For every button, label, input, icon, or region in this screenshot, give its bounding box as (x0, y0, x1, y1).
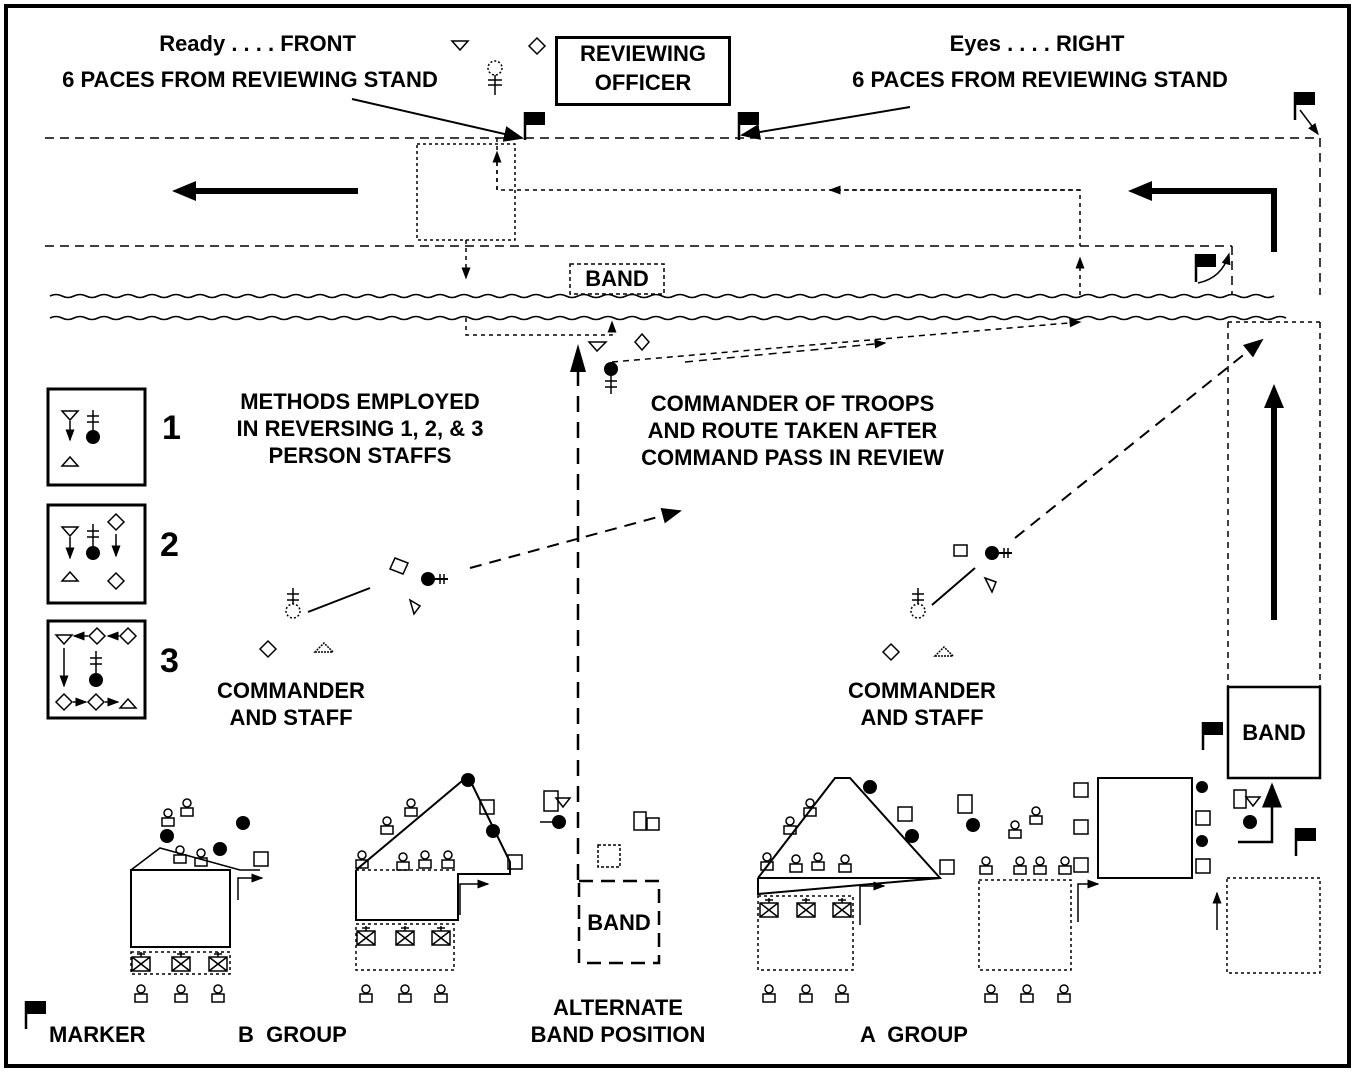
arrow-icon (172, 181, 196, 201)
commander-of-troops-label-1: COMMANDER OF TROOPS (650, 391, 935, 416)
a-group-formation-2 (978, 856, 1100, 1003)
b-group-formation-1 (130, 798, 269, 1003)
band-top-label: BAND (585, 266, 649, 291)
marker-flag-icon (24, 999, 48, 1031)
arrow-icon (570, 344, 586, 372)
band-box-top (569, 263, 665, 295)
staff-officer-icon (527, 36, 547, 56)
b-group-formation-2 (355, 773, 523, 1003)
methods-label-2: IN REVERSING 1, 2, & 3 (236, 416, 484, 441)
commander-of-troops-label-3: COMMAND PASS IN REVIEW (641, 445, 944, 470)
marker-flag-icon (523, 110, 547, 142)
marker-flag-icon (1294, 826, 1318, 858)
marker-legend-label: MARKER (49, 1022, 146, 1047)
reviewing-stand-box (416, 143, 516, 241)
band-alternate-label: BAND (587, 910, 651, 935)
b-group-label: B GROUP (238, 1022, 347, 1047)
street-edge-bottom (49, 315, 1287, 321)
reviewing-officer-box: REVIEWING OFFICER (555, 36, 731, 106)
alternate-band-label-1: ALTERNATE (553, 995, 683, 1020)
band-right-label: BAND (1242, 720, 1306, 745)
a-group-formation-3 (1073, 777, 1321, 974)
alternate-band-label-2: BAND POSITION (530, 1022, 706, 1047)
methods-label-1: METHODS EMPLOYED (240, 389, 480, 414)
commander-icon (487, 60, 503, 76)
a-staff-label-2: AND STAFF (860, 705, 984, 730)
commander-icon (984, 545, 1013, 561)
ready-front-distance-label: 6 PACES FROM REVIEWING STAND (62, 67, 438, 92)
legend-number-2: 2 (160, 526, 179, 564)
staff-officer-icon (450, 40, 470, 52)
eyes-right-label: Eyes . . . . RIGHT (949, 31, 1125, 56)
eyes-right-distance-label: 6 PACES FROM REVIEWING STAND (852, 67, 1228, 92)
frame-border (4, 4, 1351, 1068)
band-box-right (1226, 685, 1322, 780)
b-staff-label-1: COMMANDER (217, 678, 365, 703)
ready-front-label: Ready . . . . FRONT (159, 31, 356, 56)
a-group-label: A GROUP (860, 1022, 968, 1047)
commander-of-troops-label-2: AND ROUTE TAKEN AFTER (647, 418, 938, 443)
arrow-icon (1264, 384, 1284, 408)
b-staff-label-2: AND STAFF (229, 705, 353, 730)
band-box-alternate (577, 879, 661, 965)
methods-label-3: PERSON STAFFS (268, 443, 452, 468)
marker-flag-icon (1201, 720, 1225, 752)
marker-flag-icon (737, 110, 761, 142)
a-group-formation-1 (757, 777, 1043, 1003)
arrow-icon (1128, 181, 1152, 201)
commander-icon (420, 571, 449, 587)
a-staff-label-1: COMMANDER (848, 678, 996, 703)
reviewing-officer-label-1: REVIEWING (580, 41, 706, 66)
legend-number-1: 1 (162, 409, 181, 447)
street-edge-top (49, 293, 1275, 299)
legend-number-3: 3 (160, 642, 179, 680)
reviewing-officer-label-2: OFFICER (594, 70, 692, 95)
commander-icon (604, 362, 618, 376)
